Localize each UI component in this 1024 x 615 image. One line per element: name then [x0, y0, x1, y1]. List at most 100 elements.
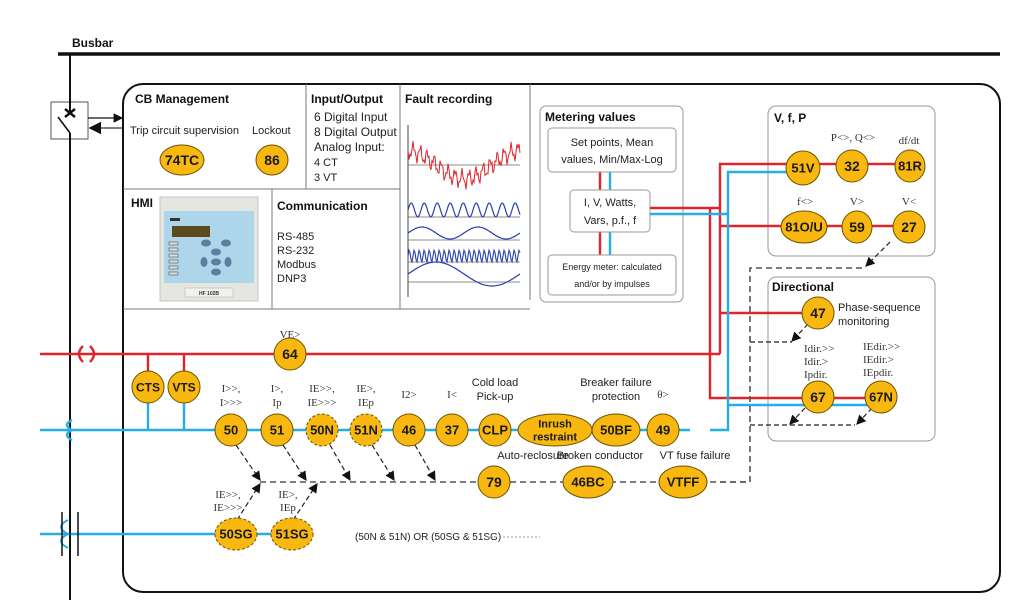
relay-clp — [478, 413, 512, 447]
relay-46bc — [562, 465, 614, 499]
label-51sg: IE>, — [278, 489, 298, 501]
trip-arrows — [235, 444, 436, 521]
label-67n: IEdir.> — [863, 354, 894, 366]
vfp-title: V, f, P — [774, 111, 806, 125]
relay-67n — [864, 380, 898, 414]
relay-code-51v: 51V — [791, 161, 814, 176]
relay-code-46bc: 46BC — [571, 475, 605, 490]
legend-text: (50N & 51N) OR (50SG & 51SG) — [355, 532, 501, 543]
relay-vtff — [658, 465, 708, 499]
upper-panel-grid — [123, 84, 531, 310]
relay-code-86: 86 — [264, 152, 280, 168]
fault-waveforms — [407, 125, 521, 297]
setpoints-text: Set points, Mean — [571, 137, 654, 149]
dfdt-label: df/dt — [899, 135, 920, 147]
relay-code-50n: 50N — [310, 423, 334, 438]
label-clp: Cold load — [472, 377, 518, 389]
circuit-breaker-icon — [50, 95, 89, 150]
label-50n: IE>>> — [308, 397, 337, 409]
phase-seq-label: Phase-sequence — [838, 302, 921, 314]
device-model-label: HF 102B — [199, 291, 219, 297]
comm-line: Modbus — [277, 259, 317, 271]
relay-79 — [477, 465, 511, 499]
comm-line: RS-485 — [277, 231, 314, 243]
label-51: I>, — [271, 383, 284, 395]
relay-50sg — [214, 517, 258, 551]
communication-title: Communication — [277, 199, 368, 213]
measurands-text: I, V, Watts, — [584, 197, 636, 209]
relay-code-74tc: 74TC — [165, 152, 199, 168]
relay-32 — [835, 149, 869, 183]
relay-code-37: 37 — [445, 423, 459, 438]
relay-64 — [273, 337, 307, 371]
relay-code-47: 47 — [810, 305, 826, 321]
directional-title: Directional — [772, 280, 834, 294]
relay-code-51n: 51N — [354, 423, 378, 438]
relay-code-51sg: 51SG — [275, 527, 308, 542]
label-67: Idir.>> — [804, 343, 834, 355]
label-51n: IEp — [358, 397, 374, 409]
relay-code-32: 32 — [844, 158, 860, 174]
relay-code-inrush: restraint — [533, 431, 577, 443]
relay-code-27: 27 — [901, 219, 917, 235]
relay-code-81ou: 81O/U — [785, 220, 823, 235]
relay-51 — [260, 413, 294, 447]
vlt-label: V< — [902, 196, 916, 208]
phase-seq-label: monitoring — [838, 316, 889, 328]
relay-code-50bf: 50BF — [600, 423, 632, 438]
label-50n: IE>>, — [309, 383, 335, 395]
relay-code-79: 79 — [486, 474, 502, 490]
label-clp: Pick-up — [477, 391, 514, 403]
relay-code-vts: VTS — [172, 380, 195, 394]
relay-47 — [801, 296, 835, 330]
relay-code-46: 46 — [402, 423, 416, 438]
relay-67 — [801, 380, 835, 414]
relay-49 — [646, 413, 680, 447]
cb-management-title: CB Management — [135, 92, 229, 106]
vt-fuse-failure-label: VT fuse failure — [660, 450, 731, 462]
relay-59 — [841, 210, 873, 244]
relay-code-64: 64 — [282, 346, 298, 362]
label-67: Idir.> — [804, 356, 828, 368]
label-67n: IEpdir. — [863, 367, 893, 379]
auto-reclosure-label: Auto-reclosure — [497, 450, 569, 462]
relay-50n — [305, 413, 339, 447]
relay-74tc — [159, 144, 205, 176]
relay-51n — [349, 413, 383, 447]
label-50bf: protection — [592, 391, 640, 403]
relay-code-81r: 81R — [898, 159, 922, 174]
relay-code-59: 59 — [849, 219, 865, 235]
measurands-text: Vars, p.f., f — [584, 215, 637, 227]
relay-vts — [167, 370, 201, 404]
label-50: I>>> — [220, 397, 242, 409]
trip-circuit-label: Trip circuit supervision — [130, 125, 239, 137]
label-51: Ip — [272, 397, 282, 409]
io-line: 8 Digital Output — [314, 125, 397, 139]
relay-code-clp: CLP — [482, 423, 508, 438]
arrow-27 — [865, 241, 891, 267]
relay-81r — [894, 149, 926, 183]
relay-46 — [392, 413, 426, 447]
relay-code-51: 51 — [270, 423, 284, 438]
relay-27 — [892, 210, 926, 244]
label-46: I2> — [401, 389, 416, 401]
measurands-box — [569, 189, 651, 233]
relay-81ou — [780, 210, 828, 244]
metering-title: Metering values — [545, 110, 636, 124]
lockout-label: Lockout — [252, 125, 291, 137]
relay-code-50sg: 50SG — [219, 527, 252, 542]
relay-enclosure — [122, 83, 1001, 593]
busbar-label: Busbar — [72, 36, 114, 50]
relay-51sg — [270, 517, 314, 551]
setpoints-box — [547, 127, 677, 173]
relay-code-inrush: Inrush — [538, 419, 572, 431]
ve-label: VE> — [280, 329, 301, 341]
relay-cts — [131, 370, 165, 404]
label-49: θ> — [657, 389, 668, 401]
relay-device-image: HF 102B — [159, 196, 259, 302]
energy-meter-text: and/or by impulses — [574, 279, 650, 289]
label-51n: IE>, — [356, 383, 376, 395]
relay-37 — [435, 413, 469, 447]
io-line: 6 Digital Input — [314, 110, 388, 124]
